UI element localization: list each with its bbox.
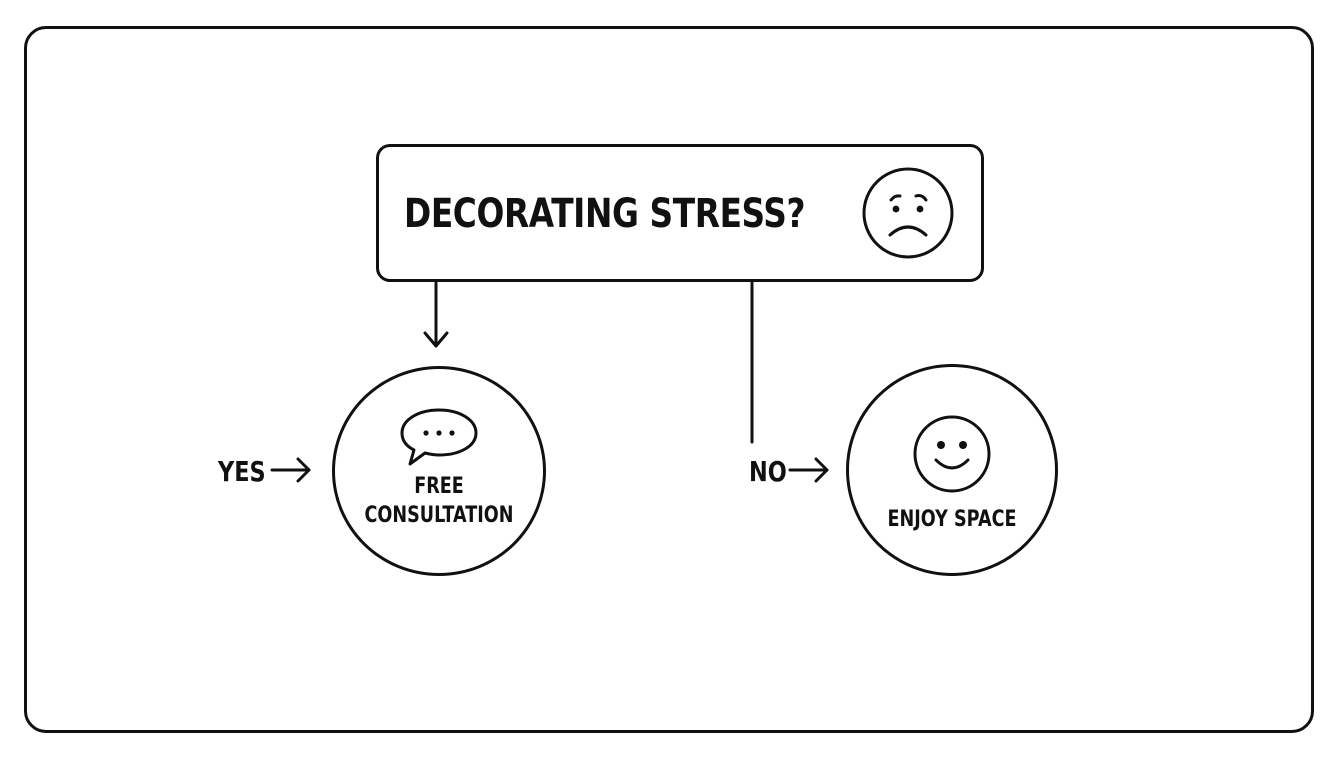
outcome-yes-node: [332, 366, 546, 576]
speech-bubble-icon: [400, 408, 478, 466]
outcome-no-node: [846, 364, 1058, 576]
outcome-yes-label-line1: FREE: [414, 474, 464, 499]
question-title: DECORATING STRESS?: [404, 191, 806, 237]
outcome-no-label: ENJOY SPACE: [887, 507, 1017, 532]
outcome-yes-label-line2: CONSULTATION: [364, 503, 514, 528]
question-box: [376, 144, 984, 282]
branch-yes-label: YES: [218, 455, 266, 488]
smiley-face-icon: [913, 415, 991, 493]
sad-face-icon: [862, 167, 954, 259]
diagram-frame: [24, 26, 1314, 733]
branch-no-label: NO: [749, 455, 787, 488]
